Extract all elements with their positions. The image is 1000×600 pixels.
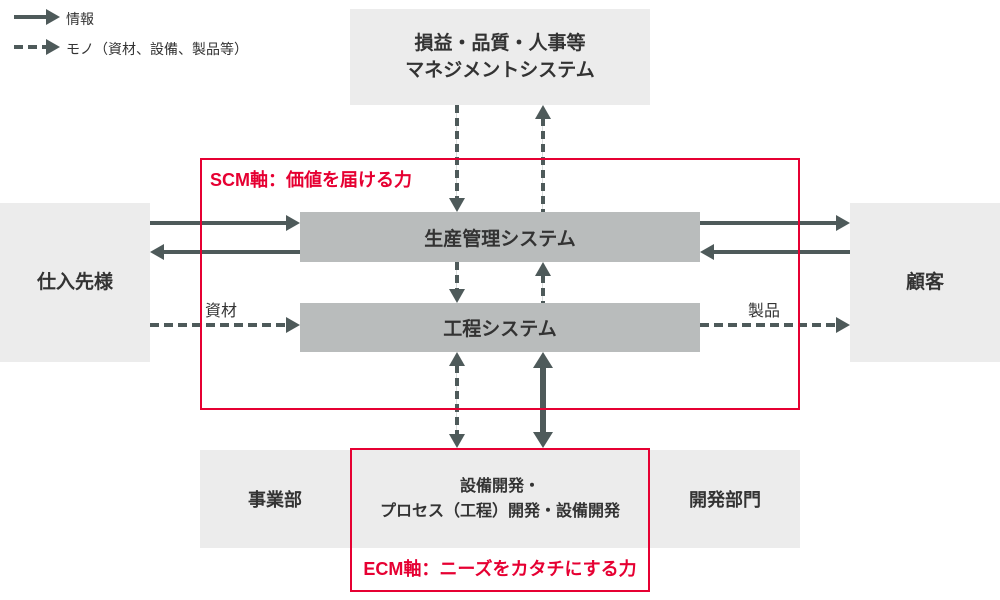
- management-system-line1: 損益・品質・人事等: [414, 33, 586, 54]
- arrow-process-to-production-line: [541, 275, 545, 303]
- arrow-process-dev-solid-line: [540, 366, 546, 434]
- arrow-products-out-line: [700, 323, 837, 327]
- legend-mono-label: モノ（資材、設備、製品等）: [66, 41, 248, 57]
- arrow-production-to-customer-head-icon: [836, 215, 850, 231]
- arrow-process-dev-solid-up-head-icon: [533, 352, 553, 368]
- bottom-band: [200, 450, 800, 548]
- arrow-materials-in-head-icon: [286, 317, 300, 333]
- arrow-mgmt-down-head-icon: [449, 198, 465, 212]
- arrow-production-to-process-line: [455, 262, 459, 290]
- arrow-mgmt-up-line: [541, 118, 545, 212]
- arrow-supplier-to-production-line: [150, 221, 287, 225]
- arrow-production-to-process-head-icon: [449, 289, 465, 303]
- supplier-label: 仕入先様: [36, 272, 113, 293]
- development-department-cell: 開発部門: [650, 450, 800, 548]
- arrow-products-out-head-icon: [836, 317, 850, 333]
- arrow-production-to-supplier-head-icon: [150, 244, 164, 260]
- legend-info-label: 情報: [66, 11, 94, 27]
- customer-label: 顧客: [905, 272, 944, 293]
- legend-info-arrow-line: [14, 15, 46, 19]
- development-department-label: 開発部門: [689, 490, 761, 510]
- production-system-bar: 生産管理システム: [300, 212, 700, 262]
- arrow-process-dev-dashed-up-head-icon: [449, 352, 465, 366]
- arrow-process-dev-dashed-line: [455, 365, 459, 435]
- development-cell: 設備開発・ プロセス（工程）開発・設備開発: [350, 450, 650, 548]
- scm-axis-label: SCM軸：価値を届ける力: [210, 170, 412, 190]
- ecm-axis-label-cell: ECM軸：ニーズをカタチにする力: [350, 548, 650, 588]
- production-system-label: 生産管理システム: [424, 228, 576, 250]
- arrow-mgmt-up-head-icon: [535, 105, 551, 119]
- business-division-label: 事業部: [248, 490, 302, 510]
- arrow-production-to-customer-line: [700, 221, 837, 225]
- products-label: 製品: [748, 303, 781, 320]
- arrow-production-to-supplier-line: [163, 250, 300, 254]
- ecm-axis-label: ECM軸：ニーズをカタチにする力: [363, 559, 637, 579]
- arrow-process-dev-solid-down-head-icon: [533, 432, 553, 448]
- process-system-label: 工程システム: [443, 319, 557, 340]
- arrow-customer-to-production-line: [713, 250, 850, 254]
- arrow-mgmt-down-line: [455, 105, 459, 200]
- arrow-supplier-to-production-head-icon: [286, 215, 300, 231]
- customer-box: 顧客: [850, 203, 1000, 362]
- arrow-process-to-production-head-icon: [535, 262, 551, 276]
- materials-label: 資材: [205, 303, 238, 320]
- arrow-materials-in-line: [150, 323, 287, 327]
- arrow-process-dev-dashed-down-head-icon: [449, 434, 465, 448]
- legend-mono-arrow-line: [14, 45, 46, 49]
- management-system-box: 損益・品質・人事等 マネジメントシステム: [350, 9, 650, 105]
- legend-mono-arrow-icon: [46, 39, 60, 55]
- supplier-box: 仕入先様: [0, 203, 150, 362]
- legend-info-arrow-icon: [46, 9, 60, 25]
- business-division-cell: 事業部: [200, 450, 350, 548]
- scm-axis-frame: [200, 158, 800, 410]
- process-system-bar: 工程システム: [300, 303, 700, 352]
- management-system-line2: マネジメントシステム: [405, 60, 595, 81]
- development-line2: プロセス（工程）開発・設備開発: [379, 503, 620, 520]
- arrow-customer-to-production-head-icon: [700, 244, 714, 260]
- development-line1: 設備開発・: [459, 478, 540, 495]
